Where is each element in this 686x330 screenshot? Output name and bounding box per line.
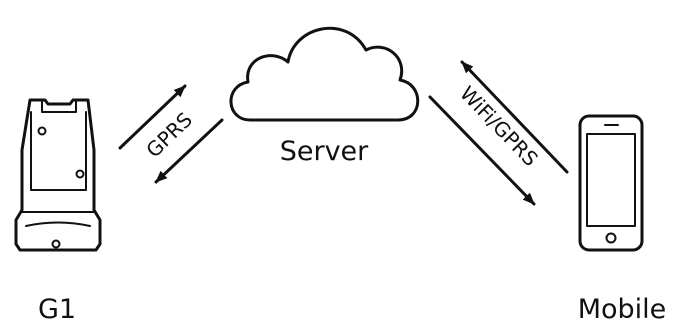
server-label: Server xyxy=(280,136,369,167)
g1-device-icon xyxy=(14,98,102,252)
gprs-label: GPRS xyxy=(141,108,197,163)
wifi-gprs-link: WiFi/GPRS xyxy=(428,60,569,206)
mobile-uplink-arrow xyxy=(460,60,569,174)
mobile-downlink-arrow xyxy=(428,95,536,206)
gprs-link: GPRS xyxy=(118,84,224,184)
wifi-gprs-label: WiFi/GPRS xyxy=(455,81,543,171)
smartphone-icon xyxy=(578,114,644,252)
g1-label: G1 xyxy=(38,294,76,325)
downlink-arrow xyxy=(154,118,224,184)
cloud-icon xyxy=(229,26,420,122)
uplink-arrow xyxy=(118,84,187,150)
mobile-label: Mobile xyxy=(578,294,667,325)
